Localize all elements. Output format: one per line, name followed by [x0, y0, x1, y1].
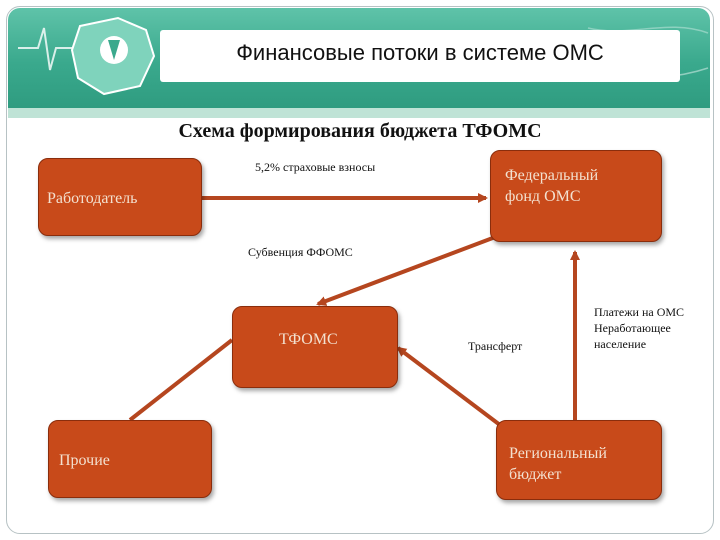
- node-tfoms-label: ТФОМС: [279, 331, 338, 348]
- node-other-label: Прочие: [59, 452, 110, 469]
- node-employer-label: Работодатель: [47, 190, 138, 207]
- edge-label-payments-1: Платежи на ОМС: [594, 305, 685, 319]
- edge-label-payments-3: население: [594, 337, 647, 351]
- node-regional-budget-label: Региональный бюджет: [509, 445, 607, 483]
- node-federal-fund: Федеральный фонд ОМС: [490, 150, 662, 242]
- title-box: [160, 30, 680, 82]
- node-regional-budget: Региональный бюджет: [496, 420, 662, 500]
- node-federal-fund-label: Федеральный фонд ОМС: [505, 167, 599, 205]
- edge-label-payments-2: Неработающее: [594, 321, 671, 335]
- edge-label-insurance: 5,2% страховые взносы: [255, 160, 376, 174]
- arrow-federal-to-tfoms: [316, 234, 499, 306]
- arrow-other-tfoms: [128, 338, 234, 422]
- edge-label-subvention: Субвенция ФФОМС: [248, 245, 353, 259]
- region-map-icon: [70, 16, 156, 96]
- diagram-subtitle: Схема формирования бюджета ТФОМС: [178, 120, 542, 142]
- header-strip: [8, 108, 710, 118]
- node-employer: Работодатель: [38, 158, 202, 236]
- node-tfoms: ТФОМС: [232, 306, 398, 388]
- slide-title: Финансовые потоки в системе ОМС: [236, 40, 604, 65]
- edge-label-transfer: Трансферт: [468, 339, 523, 353]
- node-other: Прочие: [48, 420, 212, 498]
- arrow-regional-to-tfoms: [396, 346, 502, 427]
